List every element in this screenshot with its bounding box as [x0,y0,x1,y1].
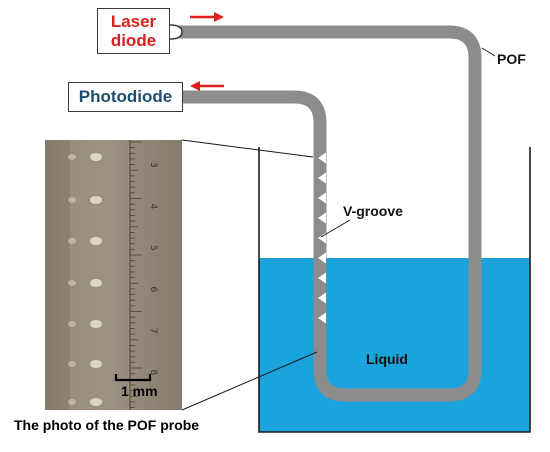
photo-notch [90,153,102,161]
v-groove-notch [318,272,327,284]
fiber-from-laser [179,25,482,402]
scale-bar-label: 1 mm [121,383,158,399]
v-groove-notch [318,152,327,164]
v-groove-notch [318,292,327,304]
ruler-number: 7 [148,328,158,334]
photo-fiber-notches [68,153,102,406]
photodiode-label: Photodiode [78,87,173,106]
groove-label: V-groove [343,203,403,219]
laser-connector [169,24,183,40]
laser-label-line1: Laser [110,12,157,31]
beaker [258,147,531,433]
v-groove-notch [318,312,327,324]
laser-diode-box: Laser diode [97,8,170,54]
vgroove-leader [320,219,351,238]
photo-notch [90,237,102,245]
photodiode-box: Photodiode [68,82,183,112]
ruler-number: 4 [148,204,158,210]
arrow-to-fiber [190,12,224,22]
arrow-to-photodiode [190,81,224,91]
fiber-label: POF [497,51,526,67]
photo-notch [90,320,102,328]
laser-label-line2: diode [110,31,157,50]
ruler-number: 8 [148,370,158,376]
v-groove-notch [318,252,327,264]
photo-notch [90,398,102,406]
photo-notch-shadow [68,154,76,160]
fiber-to-photodiode [183,90,327,300]
liquid-label: Liquid [366,351,408,367]
v-groove-notch [318,212,327,224]
v-groove-notch [318,172,327,184]
photo-notch-shadow [68,197,76,203]
photo-caption: The photo of the POF probe [14,417,200,433]
ruler-ticks [130,141,142,408]
photo-notch-shadow [68,321,76,327]
ruler-number: 6 [148,287,158,293]
scale-bar [114,374,152,382]
ruler-number: 5 [148,245,158,251]
v-groove-notch [318,192,327,204]
photo-leader-bottom [181,351,318,411]
v-grooves [318,152,327,324]
photo-notch-shadow [68,361,76,367]
photo-notch [90,360,102,368]
photo-notch [90,279,102,287]
ruler-number: 3 [148,162,158,168]
liquid-fill [259,258,530,432]
photo-notch-shadow [68,238,76,244]
pof-leader [481,47,496,57]
photo-notch-shadow [68,399,76,405]
photo-leader-top [181,139,314,158]
photo-notch [90,196,102,204]
photo-notch-shadow [68,280,76,286]
